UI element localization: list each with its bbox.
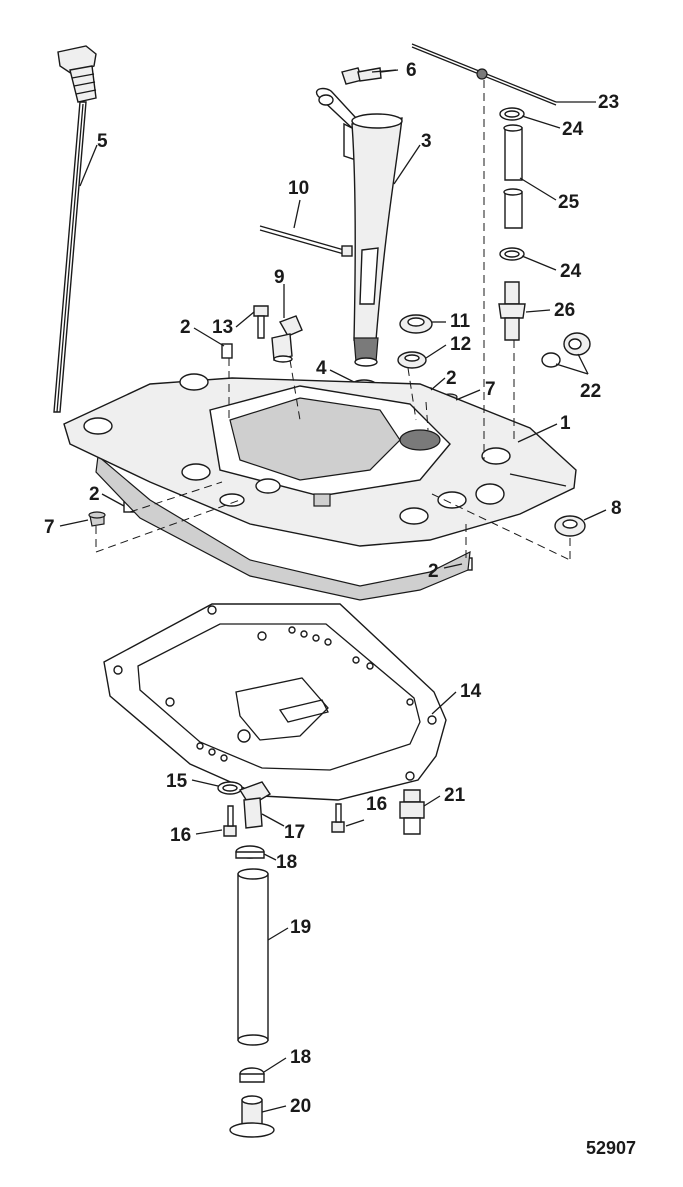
fitting-9	[271, 315, 303, 363]
callout-21: 21	[444, 785, 466, 806]
callout-16: 16	[170, 825, 191, 846]
callout-9: 9	[274, 267, 285, 288]
callout-25: 25	[558, 192, 580, 213]
callout-2: 2	[180, 317, 191, 338]
callout-5: 5	[97, 131, 108, 152]
bolt-13	[253, 305, 269, 339]
callout-labels: 1 2 2 2 2 3 4 5 6 7 7 8 9 10 11 12 13 14…	[44, 60, 636, 1158]
cable-tie-23	[411, 43, 557, 106]
callout-22: 22	[580, 381, 601, 402]
clamp-24-upper	[499, 107, 525, 121]
callout-14: 14	[460, 681, 482, 702]
callout-19: 19	[290, 917, 311, 938]
callout-2: 2	[89, 484, 100, 505]
callout-2: 2	[428, 561, 439, 582]
grommet-12	[397, 351, 427, 369]
o-ring-15	[217, 781, 243, 795]
callout-12: 12	[450, 334, 471, 355]
hose-25	[503, 124, 523, 229]
callout-10: 10	[288, 178, 309, 199]
clamp-18-upper	[235, 845, 265, 859]
clamp-18-lower	[239, 1067, 265, 1083]
screw-16-left	[223, 805, 237, 837]
callout-11: 11	[450, 311, 471, 332]
leader-lines	[59, 69, 607, 1113]
gasket	[103, 603, 447, 801]
seal-11	[399, 314, 433, 334]
screw-16-right	[331, 803, 345, 833]
callout-2: 2	[446, 368, 457, 389]
plug-22	[541, 332, 591, 368]
callout-16: 16	[366, 794, 387, 815]
callout-20: 20	[290, 1096, 311, 1117]
adaptor-plate	[63, 373, 577, 601]
fitting-26	[498, 281, 526, 341]
callout-8: 8	[611, 498, 622, 519]
callout-3: 3	[421, 131, 432, 152]
callout-24: 24	[560, 261, 582, 282]
callout-26: 26	[554, 300, 575, 321]
plug-7-left	[88, 511, 106, 527]
callout-7: 7	[44, 517, 55, 538]
callout-23: 23	[598, 92, 619, 113]
callout-18: 18	[290, 1047, 311, 1068]
callout-6: 6	[406, 60, 417, 81]
clamp-24-lower	[499, 247, 525, 261]
callout-15: 15	[166, 771, 188, 792]
dipstick-tube	[315, 87, 403, 367]
callout-13: 13	[212, 317, 233, 338]
callout-17: 17	[284, 822, 305, 843]
grommet-20	[229, 1095, 275, 1138]
figure-number: 52907	[586, 1138, 636, 1158]
plug-8	[554, 515, 586, 537]
fitting-21	[399, 789, 425, 835]
adapter-17	[238, 781, 271, 829]
cable-tie-10	[259, 225, 353, 257]
callout-1: 1	[560, 413, 571, 434]
dowel-pin-upper-left	[221, 343, 233, 359]
callout-7: 7	[485, 379, 496, 400]
water-tube-19	[237, 868, 269, 1046]
callout-4: 4	[316, 358, 327, 379]
callout-18: 18	[276, 852, 297, 873]
callout-24: 24	[562, 119, 584, 140]
dipstick	[53, 45, 97, 413]
